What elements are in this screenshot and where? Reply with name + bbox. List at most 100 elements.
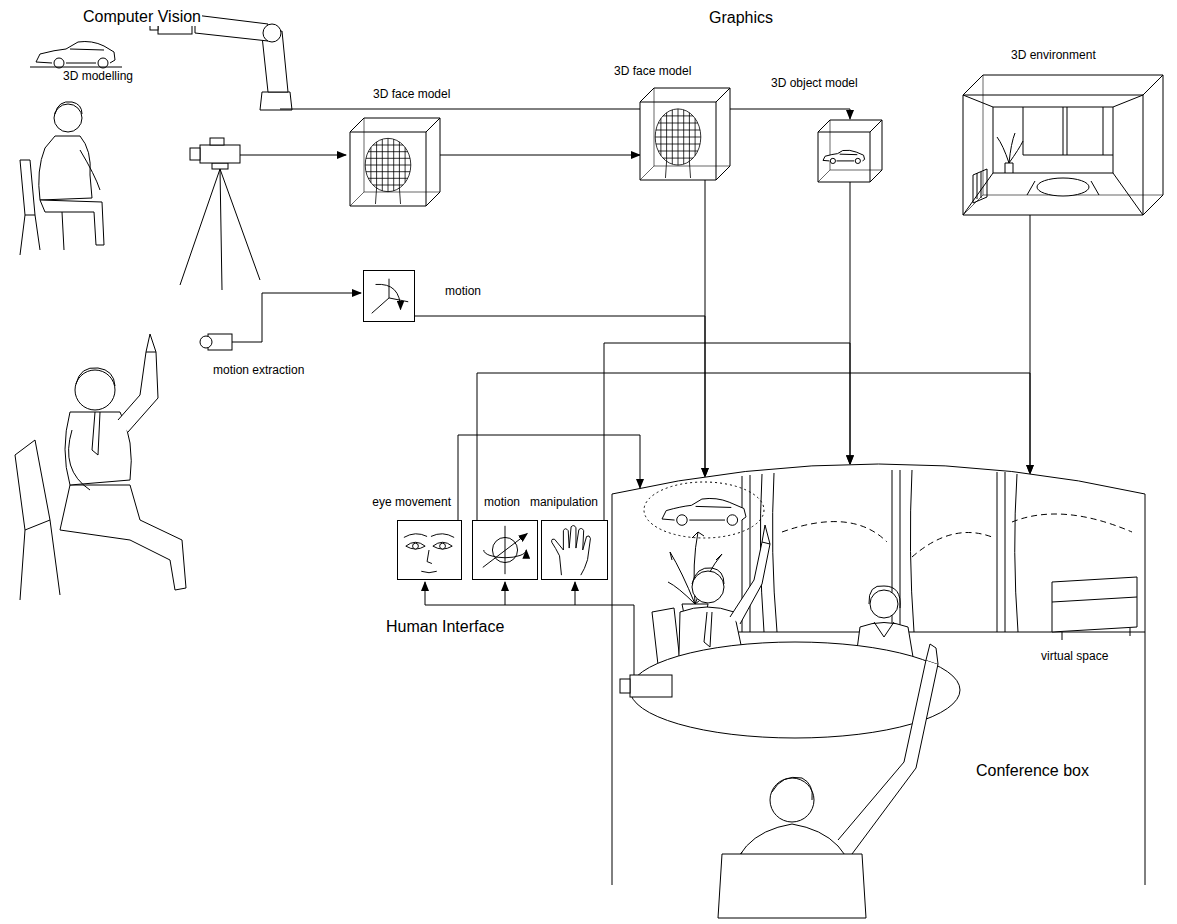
axes-symbol — [372, 279, 409, 314]
car-model — [823, 150, 865, 163]
room-walls — [963, 95, 1143, 215]
leader-lines — [505, 582, 506, 605]
pointing-person — [15, 440, 50, 530]
hair — [772, 777, 812, 800]
motion-camera — [200, 336, 212, 348]
virtual-space-panel: virtual spaceConference box — [612, 462, 1145, 885]
cube-outline — [818, 120, 882, 182]
face-mesh — [365, 138, 411, 204]
section-heading: Computer Vision — [82, 8, 202, 26]
robot-arm — [260, 92, 292, 110]
node-label: virtual space — [1040, 650, 1109, 664]
hair — [692, 568, 724, 584]
face-features — [404, 534, 454, 573]
collar — [874, 622, 894, 637]
cube-edge — [963, 75, 1163, 215]
cube-outline — [640, 88, 730, 180]
node-label: 3D object model — [770, 77, 859, 91]
room-heater — [973, 169, 987, 203]
car-wheel — [677, 515, 688, 526]
motion-box: motion — [363, 270, 415, 322]
annotation: motion extraction — [212, 364, 305, 378]
window-frame — [742, 470, 1005, 632]
pointing-person — [118, 352, 158, 432]
model-car — [30, 67, 122, 68]
cube-outline — [350, 118, 440, 206]
robot-arm — [150, 13, 292, 110]
curtain — [760, 470, 1018, 632]
connector — [440, 155, 640, 156]
seated-person — [55, 102, 82, 114]
camera-lens — [620, 679, 630, 693]
car-wheel — [727, 515, 738, 526]
face-mesh — [655, 109, 701, 178]
leader-lines — [232, 293, 361, 342]
cube-outline — [963, 75, 1163, 215]
motion-box-drawing — [364, 271, 414, 321]
manipulation-box: manipulation — [541, 520, 608, 580]
pointing-person — [15, 334, 186, 600]
camera-on-tripod — [180, 169, 260, 290]
face-model-cube-drawing — [350, 118, 440, 206]
selection-ring — [644, 482, 764, 538]
raised-hand — [926, 644, 938, 664]
hair — [869, 586, 900, 608]
node-label: 3D environment — [1010, 49, 1097, 63]
section-heading: Graphics — [708, 9, 774, 27]
plant-leaves — [668, 532, 724, 604]
object-model-cube-drawing — [818, 120, 882, 182]
motion-box: motion — [472, 520, 538, 580]
seated-person — [80, 150, 100, 190]
person-arm — [730, 542, 770, 624]
panel-outline — [612, 464, 1145, 885]
node-label: manipulation — [529, 496, 599, 510]
car-wheel — [830, 158, 835, 163]
room-table — [1037, 178, 1089, 196]
node-label: eye movement — [371, 496, 452, 510]
sofa — [1052, 577, 1137, 640]
leader-lines — [575, 582, 576, 605]
camera-body — [630, 675, 672, 697]
cube-hidden-edge — [350, 118, 440, 206]
environment-cube: 3D environment — [963, 75, 1163, 215]
camera-on-tripod — [190, 148, 200, 160]
seated-person — [20, 212, 64, 255]
seated-person — [39, 136, 92, 200]
window-sill — [707, 632, 1145, 633]
seated-person — [40, 200, 104, 245]
rotation-arrow — [483, 534, 527, 568]
cube-hidden-edge — [640, 88, 730, 180]
environment-cube-drawing — [963, 75, 1163, 215]
pupil — [440, 543, 446, 549]
eye-movement-box-drawing — [398, 521, 461, 579]
person-head — [770, 778, 814, 822]
motion-camera — [200, 334, 232, 350]
motion-box-drawing — [473, 521, 537, 579]
seated-person — [54, 104, 82, 132]
node-label: 3D face model — [372, 88, 451, 102]
face-model-cube: 3D face model — [350, 118, 440, 206]
face-model-cube-drawing — [640, 88, 730, 180]
seated-person — [20, 102, 104, 255]
pointing-person — [146, 334, 156, 352]
virtual-space-panel-drawing — [612, 462, 1145, 885]
leader-lines — [240, 155, 346, 156]
node-label: Conference box — [975, 762, 1090, 780]
hand-symbol — [552, 526, 591, 576]
camera-on-tripod — [212, 163, 228, 169]
robot-arm — [195, 15, 268, 41]
camera-on-tripod — [210, 138, 224, 145]
cube-hidden-edge — [963, 75, 1163, 215]
node-label: motion — [483, 496, 521, 510]
cube-edge — [350, 118, 440, 206]
rotation-arrow — [376, 284, 401, 309]
cube-edge — [640, 88, 730, 180]
pointing-person — [92, 412, 100, 455]
conference-table — [630, 642, 960, 738]
camera-on-tripod — [180, 138, 260, 290]
cube-hidden-edge — [818, 120, 882, 182]
pointing-person — [75, 370, 115, 410]
eye-movement-box: eye movement — [397, 520, 462, 580]
leader-lines — [425, 605, 612, 606]
pointing-person — [76, 368, 115, 386]
